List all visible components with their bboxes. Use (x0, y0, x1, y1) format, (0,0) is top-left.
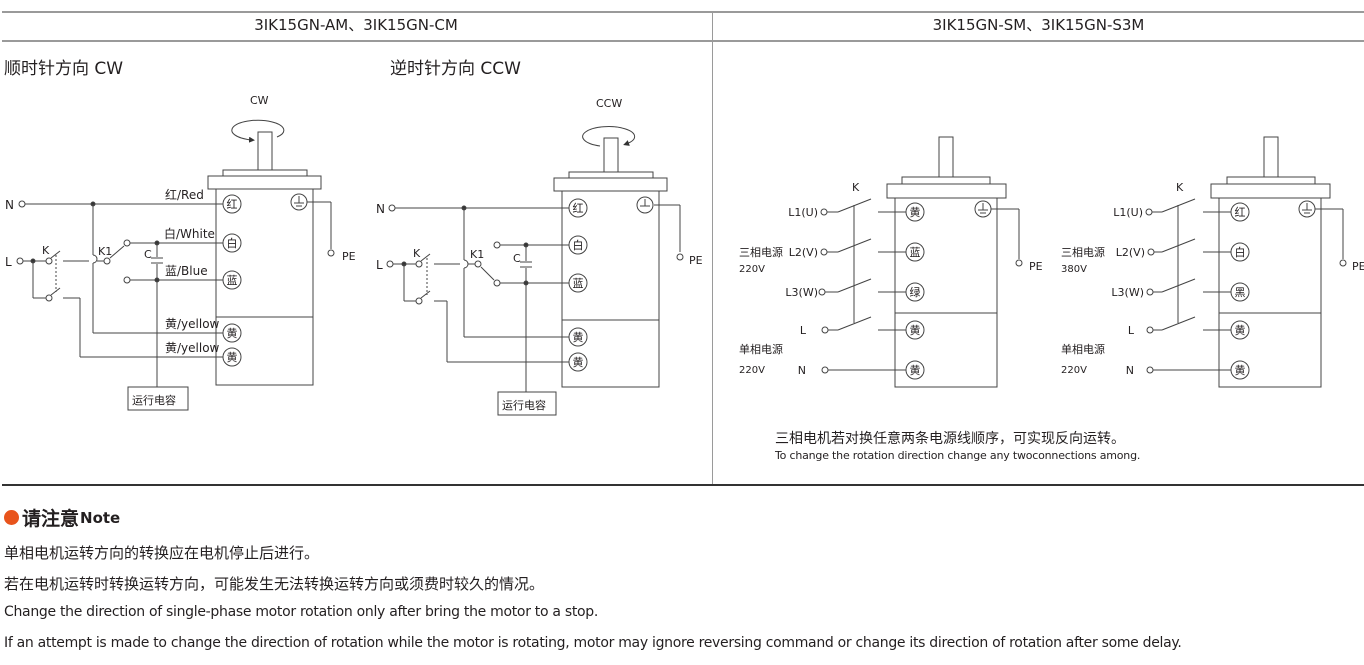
ccw-terminal-blue: 蓝 (573, 277, 584, 290)
tp380-terminal-1: 红 (1235, 206, 1246, 219)
tp380-pe-label: PE (1352, 260, 1364, 273)
tp220-input-L1: L1(U) (788, 206, 818, 219)
three-phase-380v-diagram (1145, 136, 1347, 388)
ccw-rotation-arrow (582, 126, 636, 147)
cw-input-L: L (5, 255, 12, 269)
tp380-single-phase-label: 单相电源 (1061, 342, 1105, 356)
ccw-switch-K1: K1 (470, 248, 484, 261)
tp380-terminal-4: 黄 (1235, 323, 1246, 337)
cw-pe-label: PE (342, 250, 356, 263)
note-heading: 请注意 Note (4, 504, 120, 531)
tp220-three-phase-voltage: 220V (739, 264, 765, 275)
ccw-switch-K: K (413, 247, 421, 260)
cw-run-capacitor-label: 运行电容 (132, 393, 176, 407)
tp220-input-L: L (800, 324, 807, 337)
cw-terminal-white: 白 (227, 236, 238, 250)
cw-terminal-L (16, 257, 24, 265)
cw-wire-red: 红/Red (165, 187, 204, 202)
three-phase-note-cn: 三相电机若对换任意两条电源线顺序，可实现反向运转。 (775, 431, 1125, 447)
tp380-terminal-5: 黄 (1235, 363, 1246, 377)
tp220-switch-K: K (852, 181, 860, 194)
tp380-input-L1: L1(U) (1113, 206, 1143, 219)
cw-wire-yellow-1: 黄/yellow (165, 317, 220, 331)
tp220-single-phase-voltage: 220V (739, 365, 765, 376)
note-line-1: 单相电机运转方向的转换应在电机停止后进行。 (4, 544, 320, 562)
tp220-terminal-1: 黄 (910, 205, 921, 219)
cw-wire-white: 白/White (164, 226, 215, 241)
tp220-single-phase-label: 单相电源 (739, 342, 783, 356)
ccw-terminal-N (388, 204, 396, 212)
cw-motor-flange (207, 175, 322, 190)
tp220-terminal-3: 绿 (910, 285, 921, 299)
ccw-motor-flange (553, 177, 668, 192)
table-column-divider (712, 11, 713, 485)
cw-input-N: N (5, 198, 14, 212)
tp380-input-N: N (1126, 364, 1134, 377)
table-top-border (2, 11, 1364, 13)
cw-capacitor-C: C (144, 248, 152, 261)
header-three-phase-models: 3IK15GN-SM、3IK15GN-S3M (932, 16, 1145, 34)
note-bullet-icon (4, 510, 19, 525)
cw-terminal-red: 红 (227, 198, 238, 211)
header-single-phase-models: 3IK15GN-AM、3IK15GN-CM (254, 16, 458, 34)
ccw-terminal-red: 红 (573, 202, 584, 215)
three-phase-220v-diagram (818, 136, 1023, 388)
cw-motor-shaft (257, 131, 273, 173)
tp220-pe-label: PE (1029, 260, 1043, 273)
note-line-4: If an attempt is made to change the dire… (4, 635, 1182, 651)
cw-terminal-yellow-2: 黄 (227, 350, 238, 364)
ccw-terminal-yellow-1: 黄 (573, 330, 584, 344)
ccw-terminal-L (386, 260, 394, 268)
ccw-diagram (386, 126, 684, 416)
ccw-pe-label: PE (689, 254, 703, 267)
cw-wire-yellow-2: 黄/yellow (165, 341, 220, 355)
ccw-subtitle: 逆时针方向 CCW (390, 59, 521, 79)
tp380-single-phase-voltage: 220V (1061, 365, 1087, 376)
note-line-2: 若在电机运转时转换运转方向，可能发生无法转换运转方向或须费时较久的情况。 (4, 575, 545, 593)
cw-pe-terminal (327, 249, 335, 257)
tp380-input-L: L (1128, 324, 1135, 337)
ccw-input-L: L (376, 258, 383, 272)
note-title-en: Note (80, 508, 121, 527)
cw-diagram (16, 119, 335, 411)
ccw-rotation-label: CCW (596, 97, 622, 110)
tp220-three-phase-label: 三相电源 (739, 245, 783, 259)
cw-terminal-blue: 蓝 (227, 274, 238, 287)
ccw-run-capacitor-box (497, 391, 557, 416)
ccw-input-N: N (376, 202, 385, 216)
tp220-input-L3: L3(W) (785, 286, 818, 299)
tp380-three-phase-voltage: 380V (1061, 264, 1087, 275)
cw-switch-K1: K1 (98, 245, 112, 258)
tp220-terminal-4: 黄 (910, 323, 921, 337)
table-bottom-border (2, 484, 1364, 486)
ccw-run-capacitor-label: 运行电容 (502, 398, 546, 412)
table-header-divider (2, 40, 1364, 42)
note-title-cn: 请注意 (22, 508, 80, 530)
tp380-three-phase-label: 三相电源 (1061, 245, 1105, 259)
cw-rotation-label: CW (250, 94, 269, 107)
tp380-input-L2: L2(V) (1116, 246, 1145, 259)
tp220-input-N: N (798, 364, 806, 377)
cw-terminal-N (18, 200, 26, 208)
tp380-terminal-2: 白 (1235, 245, 1246, 259)
tp380-input-L3: L3(W) (1111, 286, 1144, 299)
ccw-terminal-white: 白 (573, 238, 584, 252)
three-phase-note-en: To change the rotation direction change … (775, 449, 1141, 462)
ccw-capacitor-C: C (513, 252, 521, 265)
note-line-3: Change the direction of single-phase mot… (4, 604, 599, 620)
ccw-pe-terminal (676, 253, 684, 261)
wiring-diagrams: CW N L K K1 C 红/Red 白/White 蓝/Blue 黄/yel… (5, 94, 1364, 416)
cw-wire-blue: 蓝/Blue (165, 264, 208, 278)
tp380-terminal-3: 黑 (1235, 286, 1246, 299)
cw-run-capacitor-box (127, 386, 189, 411)
tp220-input-L2: L2(V) (789, 246, 818, 259)
cw-switch-K: K (42, 244, 50, 257)
tp220-terminal-5: 黄 (910, 363, 921, 377)
cw-terminal-yellow-1: 黄 (227, 326, 238, 340)
ccw-terminal-yellow-2: 黄 (573, 355, 584, 369)
tp220-terminal-2: 蓝 (910, 246, 921, 259)
cw-rotation-arrow (231, 119, 285, 143)
cw-subtitle: 顺时针方向 CW (4, 59, 124, 79)
tp380-switch-K: K (1176, 181, 1184, 194)
